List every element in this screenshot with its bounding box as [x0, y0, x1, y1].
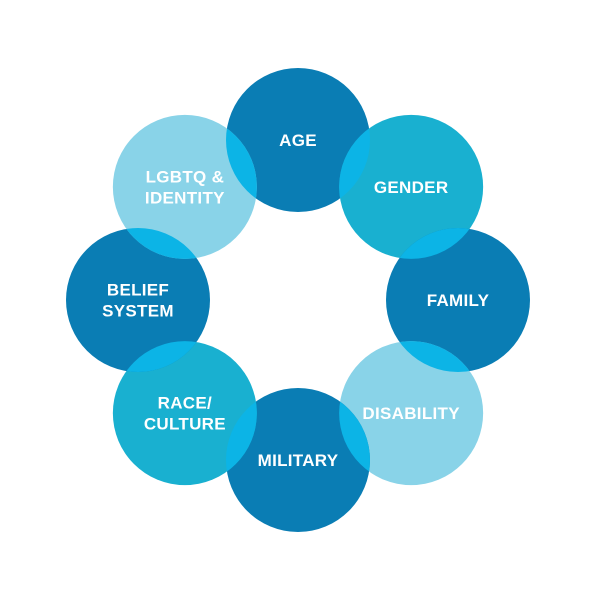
label-line: AGE	[279, 131, 317, 150]
circle-military	[226, 388, 370, 532]
label-line: IDENTITY	[145, 188, 225, 207]
label-military: MILITARY	[258, 451, 339, 470]
circle-lgbtq-identity	[112, 114, 257, 259]
label-belief-system: BELIEF SYSTEM	[102, 281, 174, 321]
label-line: LGBTQ &	[146, 167, 225, 186]
label-line: CULTURE	[144, 415, 226, 434]
label-line: GENDER	[374, 178, 449, 197]
circle-belief-system	[66, 228, 210, 372]
label-disability: DISABILITY	[362, 404, 460, 423]
label-line: RACE/	[158, 394, 212, 413]
circle-disability	[339, 341, 484, 486]
label-lgbtq-identity: LGBTQ & IDENTITY	[145, 167, 225, 207]
label-line: FAMILY	[427, 291, 490, 310]
label-line: MILITARY	[258, 451, 339, 470]
label-line: BELIEF	[107, 281, 169, 300]
labels-layer: AGE GENDER FAMILY DISABILITY MILITARY RACE/CU…	[102, 131, 489, 470]
label-age: AGE	[279, 131, 317, 150]
label-line: SYSTEM	[102, 302, 174, 321]
label-line: DISABILITY	[362, 404, 460, 423]
label-family: FAMILY	[427, 291, 490, 310]
label-race-culture: RACE/CULTURE	[144, 394, 226, 434]
circle-gender	[339, 114, 484, 259]
circles-layer	[66, 68, 530, 532]
circle-age	[226, 68, 370, 212]
circle-family	[386, 228, 530, 372]
circle-race-culture	[112, 341, 257, 486]
label-gender: GENDER	[374, 178, 449, 197]
